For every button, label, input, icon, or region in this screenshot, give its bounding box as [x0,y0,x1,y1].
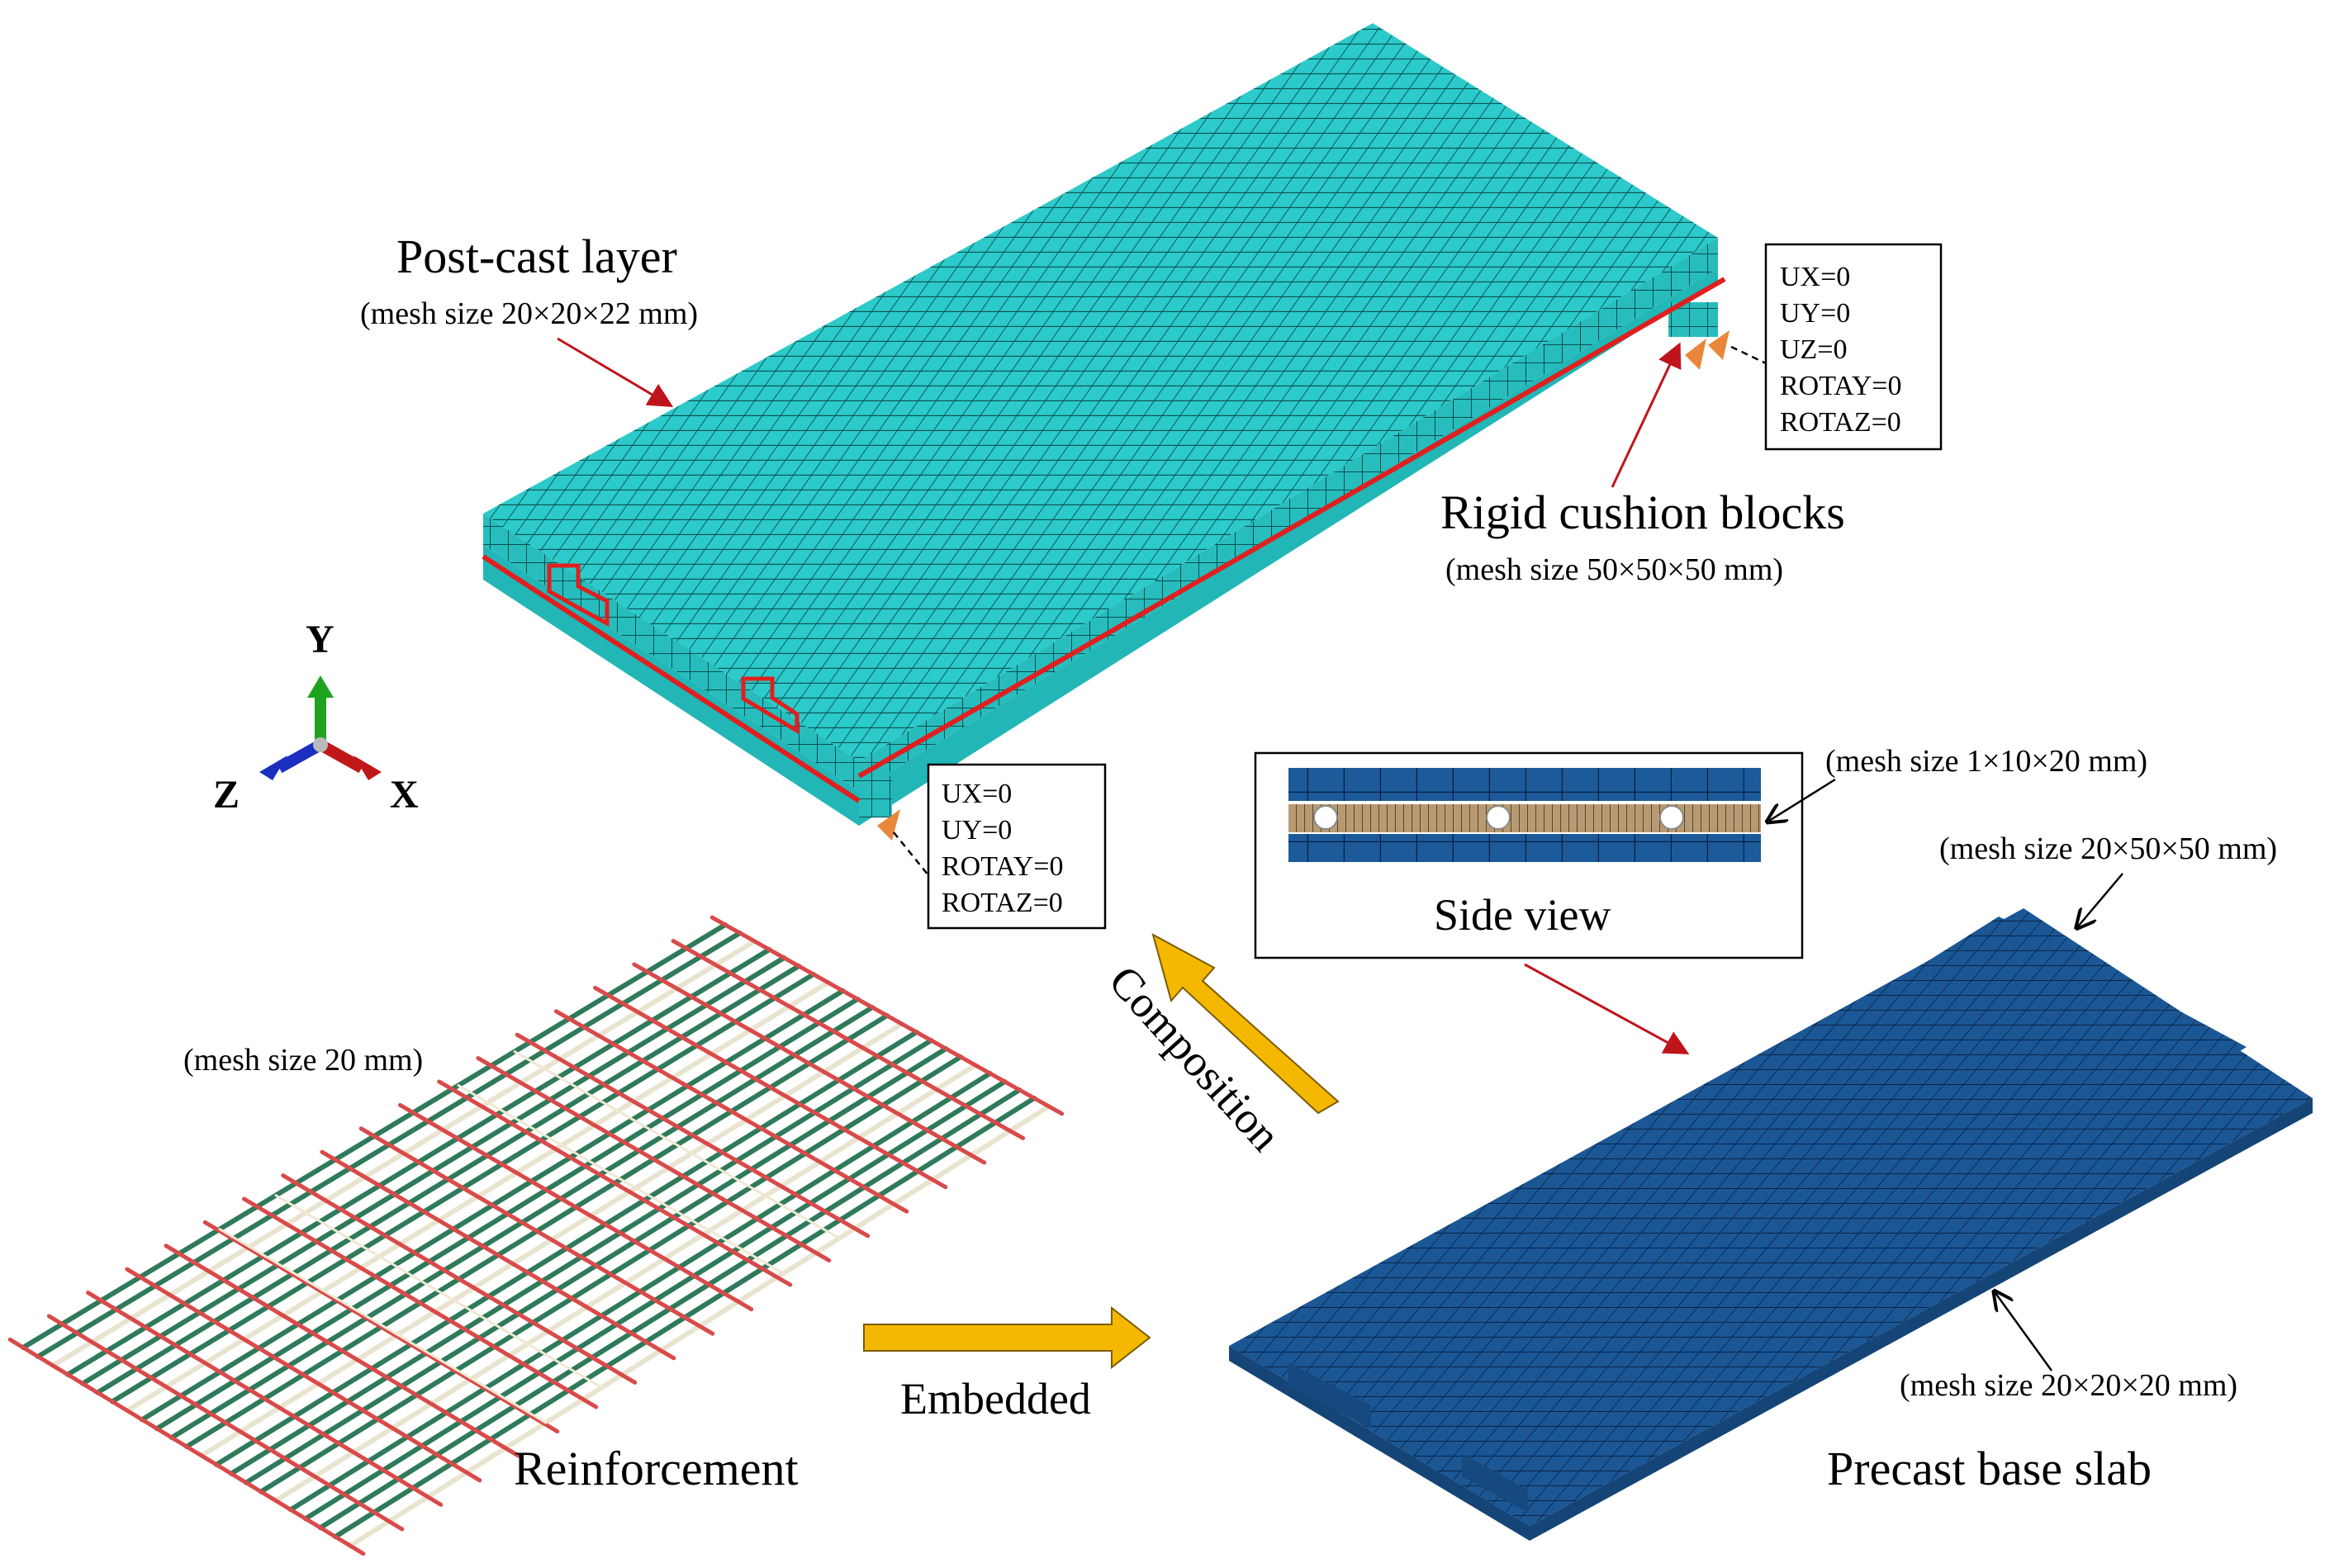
bc-left-line-2: UY=0 [942,815,1012,846]
bc-right-leader [1730,345,1767,365]
composition-arrow [1151,933,1340,1115]
bc-right-line-3: UZ=0 [1780,334,1848,365]
rigid-cushion-label: Rigid cushion blocks [1440,486,1845,539]
rebar-transverse [320,1149,676,1361]
embedded-arrow [863,1305,1151,1370]
interface-line-right [857,277,1726,779]
rib-mesh-pointer [2078,873,2123,926]
rebar-groove-edge [513,1050,841,1240]
side-view-mesh-pointer [1769,778,1836,821]
y-axis-label: Y [306,618,335,661]
z-axis-label: Z [213,773,240,817]
rigid-cushion-mesh-label: (mesh size 50×50×50 mm) [1445,552,1783,587]
rebar-transverse [632,962,987,1165]
cushion-block-left [859,776,892,817]
rebar-transverse [397,1102,754,1312]
bc-box-right: UX=0 UY=0 UZ=0 ROTAY=0 ROTAZ=0 [1764,243,1943,451]
rebar-transverse [202,1220,560,1434]
rebar-transverse [86,1291,444,1507]
side-view-interface [1288,804,1761,832]
post-cast-top-face [483,23,1718,761]
side-view-bottom [1288,834,1761,862]
rib-2-side [1462,1453,1528,1513]
bc-box-left: UX=0 UY=0 ROTAY=0 ROTAZ=0 [927,763,1107,930]
side-view-pointer [1524,963,1690,1054]
rebar-groove-edge [274,1194,604,1389]
side-view-inset [1254,751,1804,959]
bc-right-line-1: UX=0 [1780,262,1850,292]
reinforcement-label: Reinforcement [514,1442,799,1495]
embedded-label: Embedded [900,1374,1091,1424]
rebar-transverse [7,1337,366,1556]
coordinate-triad [259,675,382,780]
x-axis-arrow [317,739,365,774]
post-cast-pointer [557,337,674,408]
rebar-transverse [125,1267,482,1483]
bc-right-line-2: UY=0 [1780,298,1850,329]
rebar-transverse [553,1009,909,1214]
bc-left-leader [893,831,929,876]
x-axis-arrowhead [353,756,382,780]
base-mesh-pointer [1995,1293,2053,1371]
rebar-transverse [515,1032,871,1239]
rebar-groove-edge [218,1228,548,1424]
rebar-transverse [593,985,948,1190]
bc-left-line-1: UX=0 [942,779,1012,809]
post-cast-label: Post-cast layer [396,230,677,283]
side-view-rebar-3 [1659,805,1684,830]
post-cast-slab [482,23,1730,841]
groove-outline-1 [547,563,610,628]
rebar-transverse [281,1173,638,1385]
rebar-transverse [437,1079,793,1287]
support-arrow-left [877,809,900,841]
rebar-transverse [476,1056,832,1262]
precast-front-face [1229,1346,1530,1541]
side-view-rebar-1 [1313,805,1338,830]
rib-1-side [1288,1362,1371,1428]
side-view-mesh-label: (mesh size 1×10×20 mm) [1825,744,2147,779]
rebar-transverse [671,939,1026,1140]
interface-line-front [482,554,861,803]
bc-left-line-4: ROTAZ=0 [942,888,1063,918]
groove-outline-2 [741,676,800,735]
rib-mesh-label: (mesh size 20×50×50 mm) [1939,831,2277,866]
side-view-rebar-2 [1486,805,1511,830]
reinforcement-mesh-label: (mesh size 20 mm) [183,1043,423,1078]
support-arrow-right-1 [1685,339,1706,370]
rib-2-top [1462,1011,2247,1490]
z-axis-arrowhead [259,756,287,780]
precast-top-face [1229,908,2313,1526]
bc-left-line-3: ROTAY=0 [942,851,1063,882]
rebar-transverse [709,915,1065,1116]
triad-origin [313,737,328,752]
precast-base-slab [1229,908,2313,1541]
bc-right-line-4: ROTAY=0 [1780,371,1901,401]
reinforcement-cage [7,915,1065,1556]
rib-1-top [1288,917,2081,1405]
base-mesh-label: (mesh size 20×20×20 mm) [1900,1368,2237,1403]
side-view-label: Side view [1434,890,1611,940]
rebar-transverse [46,1314,405,1532]
rebar-transverse [242,1196,599,1409]
support-arrow-right-2 [1708,330,1730,360]
rigid-cushion-pointer [1611,342,1682,488]
post-cast-mesh-label: (mesh size 20×20×22 mm) [360,296,698,331]
bc-right-line-5: ROTAZ=0 [1780,407,1901,438]
side-view-top-rib [1288,768,1761,801]
rebar-groove-edge [457,1084,785,1275]
x-axis-label: X [390,773,419,817]
rebar-transverse [164,1244,521,1458]
precast-right-face [1530,1098,2313,1541]
y-axis-arrowhead [307,675,334,698]
precast-label: Precast base slab [1827,1442,2152,1495]
rebar-transverse [358,1126,715,1336]
z-axis-arrow [276,739,324,774]
